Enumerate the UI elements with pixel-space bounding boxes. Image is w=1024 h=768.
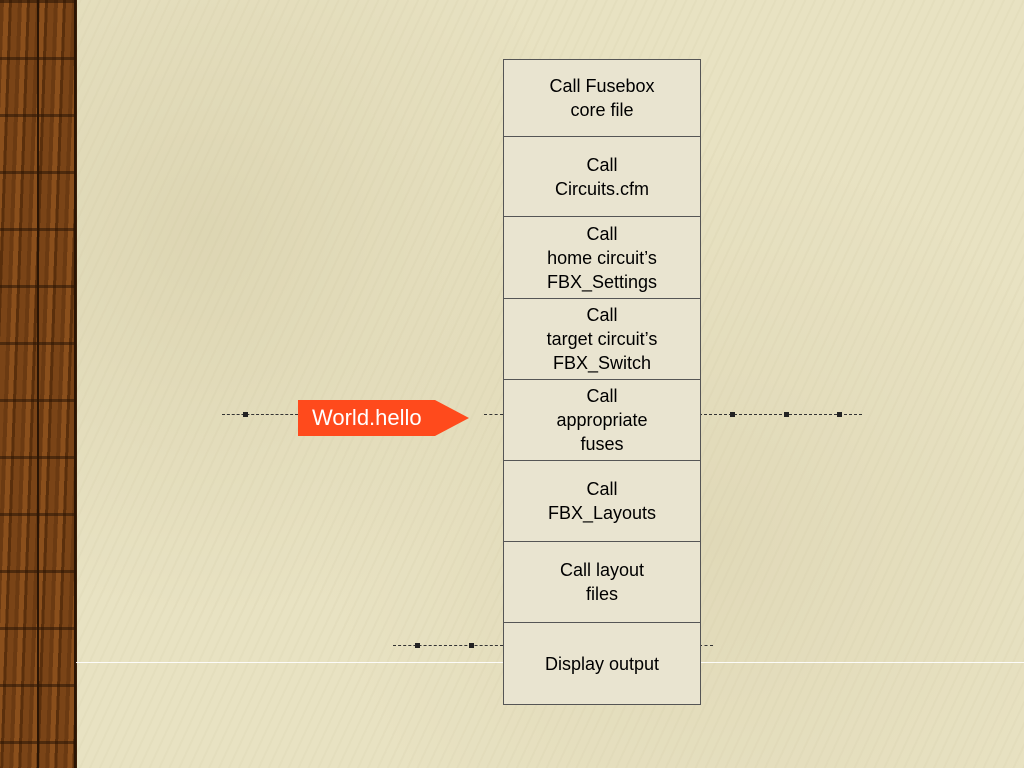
step-call-circuits: Call Circuits.cfm — [504, 137, 700, 217]
step-call-fuses: Call appropriate fuses — [504, 380, 700, 461]
request-tag: World.hello — [298, 400, 469, 436]
step-call-fbx-switch: Call target circuit’s FBX_Switch — [504, 299, 700, 380]
connector-dot — [469, 643, 474, 648]
process-stack: Call Fusebox core file Call Circuits.cfm… — [503, 59, 701, 705]
connector-dot — [730, 412, 735, 417]
connector-dot — [243, 412, 248, 417]
connector-left — [222, 414, 298, 415]
connector-tag-to-box — [484, 414, 503, 415]
connector-output-right — [699, 645, 713, 646]
step-call-fusebox-core: Call Fusebox core file — [504, 60, 700, 137]
wood-border — [0, 0, 77, 768]
step-call-fbx-settings: Call home circuit’s FBX_Settings — [504, 217, 700, 299]
wood-divider — [37, 0, 39, 768]
step-call-fbx-layouts: Call FBX_Layouts — [504, 461, 700, 542]
step-display-output: Display output — [544, 653, 660, 674]
connector-right — [699, 414, 862, 415]
connector-dot — [837, 412, 842, 417]
connector-output-left — [393, 645, 503, 646]
connector-dot — [415, 643, 420, 648]
connector-dot — [784, 412, 789, 417]
request-label: World.hello — [298, 400, 435, 436]
wood-divider — [74, 0, 76, 768]
step-call-layout-files: Call layout files — [504, 542, 700, 623]
arrow-right-icon — [434, 400, 469, 436]
